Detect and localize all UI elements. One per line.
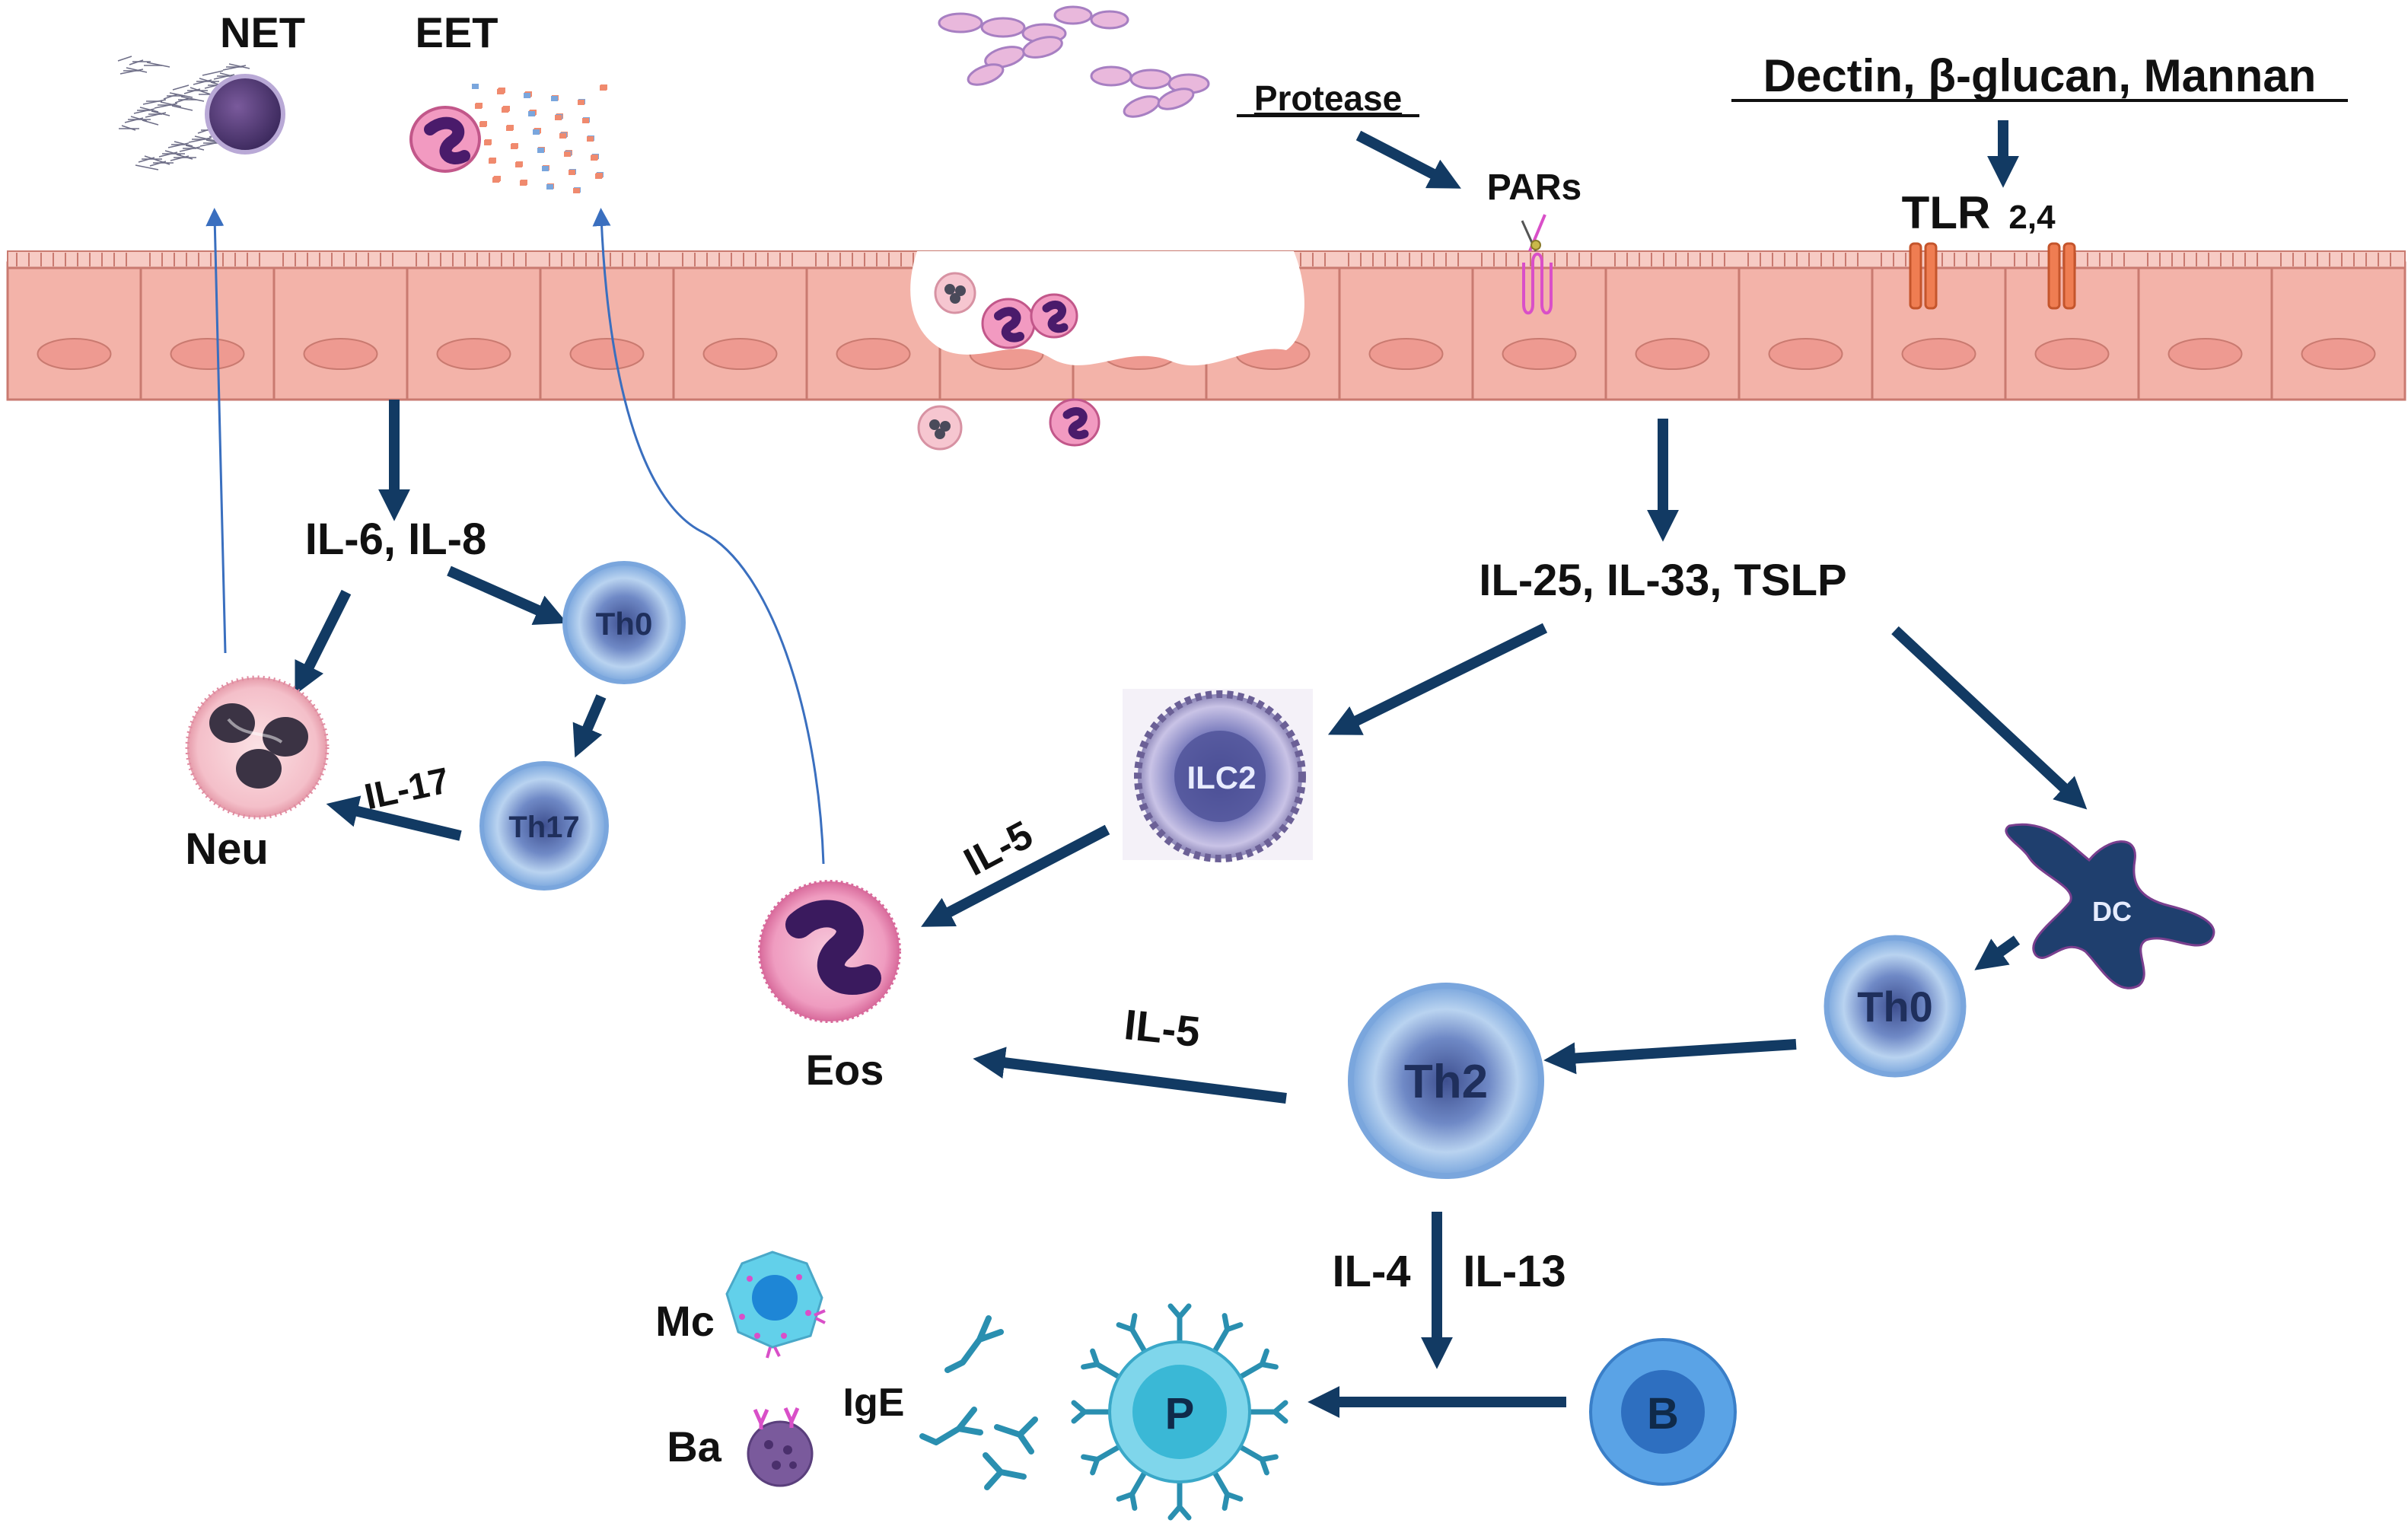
net-label: NET <box>220 8 305 56</box>
epithelial-nucleus <box>1901 338 1976 370</box>
th2-label: Th2 <box>1404 1056 1488 1108</box>
epithelial-nucleus <box>1368 338 1444 370</box>
pathway-arrows <box>295 120 2088 1418</box>
th0-right-cell: Th0 <box>1824 935 1967 1078</box>
il17-label: IL-17 <box>361 760 453 817</box>
epithelial-cell <box>2270 266 2406 401</box>
net-icon <box>117 56 285 170</box>
arrow-protease-to-pars <box>1355 130 1461 189</box>
ige-label: IgE <box>843 1381 905 1425</box>
epithelial-nucleus <box>37 338 112 370</box>
th2-cell: Th2 <box>1348 983 1544 1179</box>
epithelial-nucleus <box>702 338 778 370</box>
arrow-neu-to-net <box>205 208 227 654</box>
th0-left-cell: Th0 <box>562 561 686 684</box>
arrow-th0-to-th17 <box>572 694 607 758</box>
neutrophil-cell <box>185 675 330 820</box>
th17-label: Th17 <box>508 811 579 844</box>
il4-label: IL-4 <box>1332 1247 1410 1296</box>
gap-cells <box>917 272 1100 451</box>
epithelial-nucleus <box>569 338 645 370</box>
epithelial-nucleus <box>1635 338 1710 370</box>
th0-left-label: Th0 <box>596 606 653 642</box>
ba-label: Ba <box>667 1423 721 1470</box>
b-cell-label: B <box>1647 1389 1679 1439</box>
neu-label: Neu <box>185 824 269 874</box>
arrow-ilc2-to-eos <box>921 824 1110 927</box>
th0-right-label: Th0 <box>1857 983 1933 1031</box>
il13-label: IL-13 <box>1463 1247 1566 1296</box>
eet-label: EET <box>416 8 498 56</box>
ilc2-cell: ILC2 <box>1123 689 1313 862</box>
par-receptor-icon <box>1521 214 1553 315</box>
protease-label: Protease <box>1254 78 1402 118</box>
epithelial-nucleus <box>836 338 911 370</box>
ilc2-label: ILC2 <box>1186 760 1256 795</box>
ige-antibodies <box>919 1315 1038 1490</box>
arrow-th0-to-th2 <box>1543 1039 1797 1075</box>
epithelial-nucleus <box>2168 338 2243 370</box>
epithelial-nucleus <box>1502 338 1577 370</box>
epithelial-nucleus <box>303 338 378 370</box>
pars-label: PARs <box>1487 167 1581 208</box>
epithelial-nucleus <box>2301 338 2376 370</box>
thin-arrows <box>205 208 825 865</box>
arrow-il6-to-th0 <box>447 566 568 625</box>
eosinophil-cell <box>758 880 901 1023</box>
epithelial-cells <box>6 253 2406 401</box>
tlr-subtype-label: 2,4 <box>2008 199 2056 236</box>
mast-cell <box>725 1251 826 1359</box>
plasma-cell: P <box>1071 1303 1288 1521</box>
il6-il8-label: IL-6, IL-8 <box>305 515 486 564</box>
dc-label: DC <box>2092 896 2132 927</box>
b-cell: B <box>1589 1338 1737 1486</box>
basophil-cell <box>747 1407 814 1487</box>
arrow-il6-to-neu <box>295 589 352 696</box>
tlr-receptor-icon <box>1909 242 2076 310</box>
epithelial-nucleus <box>170 338 245 370</box>
plasma-cell-label: P <box>1165 1389 1195 1439</box>
epithelial-nucleus <box>1768 338 1843 370</box>
il25-il33-tslp-label: IL-25, IL-33, TSLP <box>1479 556 1846 605</box>
arrow-eos-to-eet <box>592 208 825 865</box>
eos-label: Eos <box>806 1046 884 1094</box>
arrow-th2-to-eos <box>973 1047 1287 1104</box>
il5-th2-label: IL-5 <box>1122 1000 1202 1056</box>
fungi-icon <box>938 5 1210 118</box>
arrow-dc-to-th0 <box>1974 935 2021 970</box>
dendritic-cell: DC <box>2005 823 2215 989</box>
epithelial-nucleus <box>2034 338 2110 370</box>
th17-cell: Th17 <box>479 761 609 891</box>
epithelial-gap <box>910 251 1304 366</box>
mc-label: Mc <box>655 1297 715 1345</box>
eet-icon <box>409 84 607 193</box>
dectin-label: Dectin, β-glucan, Mannan <box>1763 50 2317 101</box>
epithelial-nucleus <box>436 338 511 370</box>
arrow-th17-to-neu <box>326 795 462 841</box>
arrow-il25-to-ilc2 <box>1327 623 1548 735</box>
arrow-il25-to-dc <box>1891 626 2088 810</box>
tlr-label: TLR <box>1902 187 1991 238</box>
